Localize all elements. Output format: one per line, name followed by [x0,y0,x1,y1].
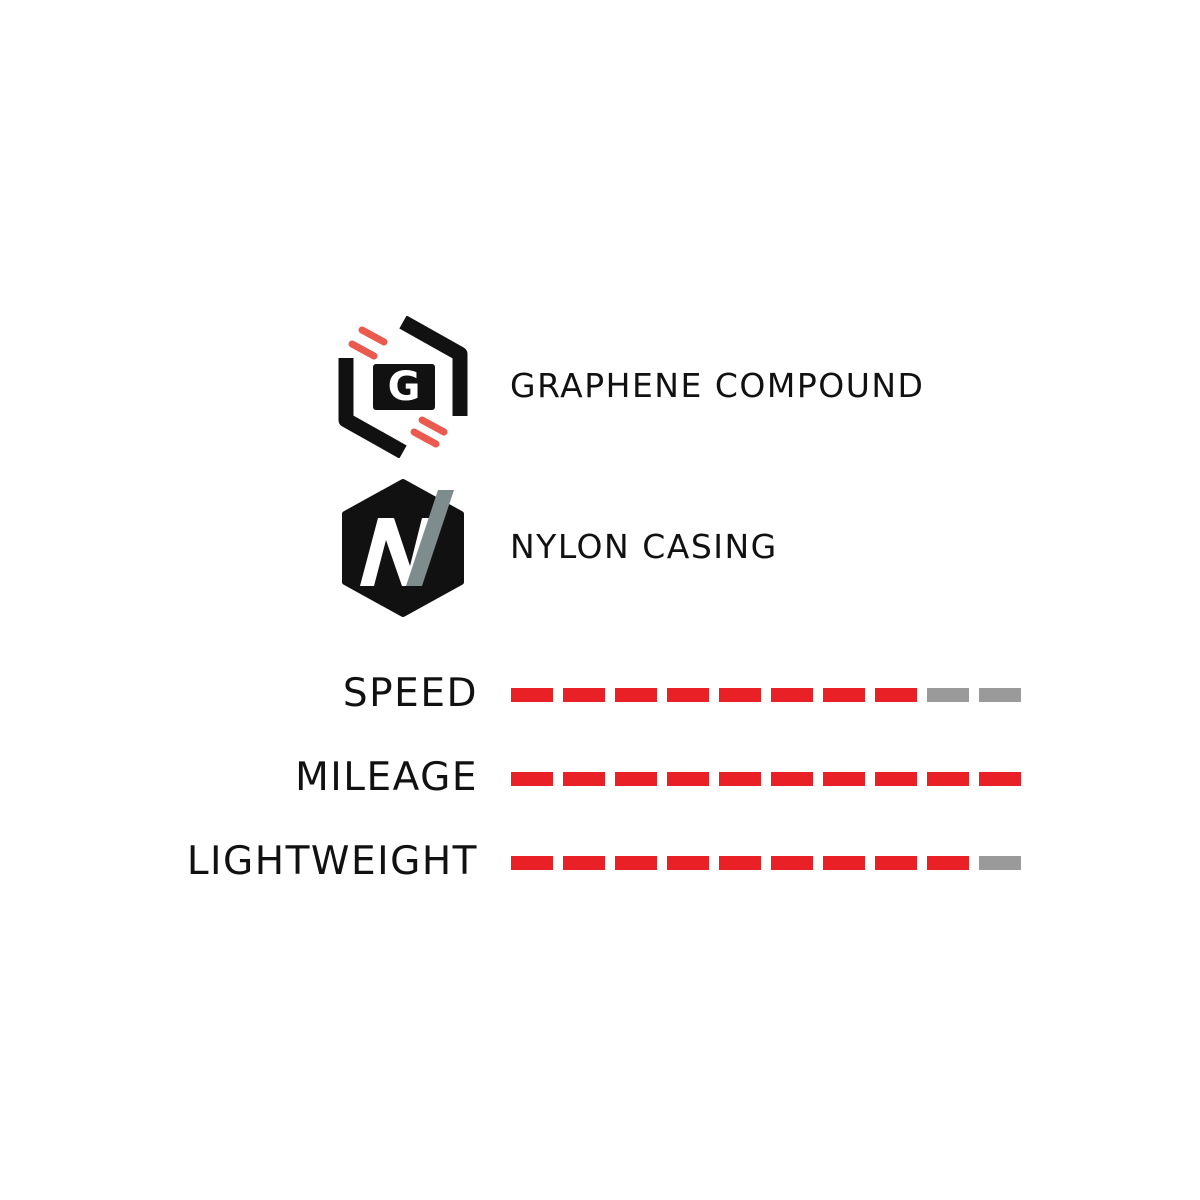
rating-segment-filled [927,772,969,786]
rating-segment-filled [667,856,709,870]
rating-segment-filled [875,856,917,870]
rating-segment-filled [667,772,709,786]
rating-segment-filled [719,772,761,786]
rating-segment-filled [615,856,657,870]
rating-segment-empty [979,856,1021,870]
rating-segment-filled [563,856,605,870]
nylon-hexagon-icon: N [342,479,464,617]
rating-segment-filled [823,688,865,702]
rating-segment-filled [927,856,969,870]
rating-segment-filled [511,856,553,870]
rating-segment-filled [771,856,813,870]
feature-nylon: N NYLON CASING [338,478,776,620]
rating-segment-filled [771,772,813,786]
rating-segment-empty [927,688,969,702]
rating-bar-mileage [511,772,1026,786]
graphene-hexagon-icon: G [338,316,468,458]
rating-segment-filled [979,772,1021,786]
feature-label-nylon: NYLON CASING [510,527,778,566]
rating-bar-lightweight [511,856,1026,870]
rating-row-lightweight: LIGHTWEIGHT [0,838,1200,888]
rating-segment-filled [719,856,761,870]
rating-segment-filled [875,688,917,702]
rating-segment-filled [771,688,813,702]
rating-segment-filled [563,772,605,786]
rating-segment-filled [823,772,865,786]
rating-bar-speed [511,688,1026,702]
rating-segment-filled [823,856,865,870]
rating-segment-filled [563,688,605,702]
rating-row-speed: SPEED [0,670,1200,720]
graphene-letter: G [388,364,421,410]
rating-segment-filled [615,772,657,786]
feature-label-graphene: GRAPHENE COMPOUND [510,366,925,405]
rating-segment-filled [719,688,761,702]
rating-segment-filled [875,772,917,786]
rating-segment-filled [615,688,657,702]
rating-label-mileage: MILEAGE [295,755,478,800]
rating-segment-filled [667,688,709,702]
feature-graphene: G GRAPHENE COMPOUND [338,316,923,458]
rating-row-mileage: MILEAGE [0,754,1200,804]
rating-label-lightweight: LIGHTWEIGHT [186,839,478,884]
rating-segment-filled [511,772,553,786]
rating-segment-empty [979,688,1021,702]
rating-segment-filled [511,688,553,702]
rating-label-speed: SPEED [342,671,478,716]
